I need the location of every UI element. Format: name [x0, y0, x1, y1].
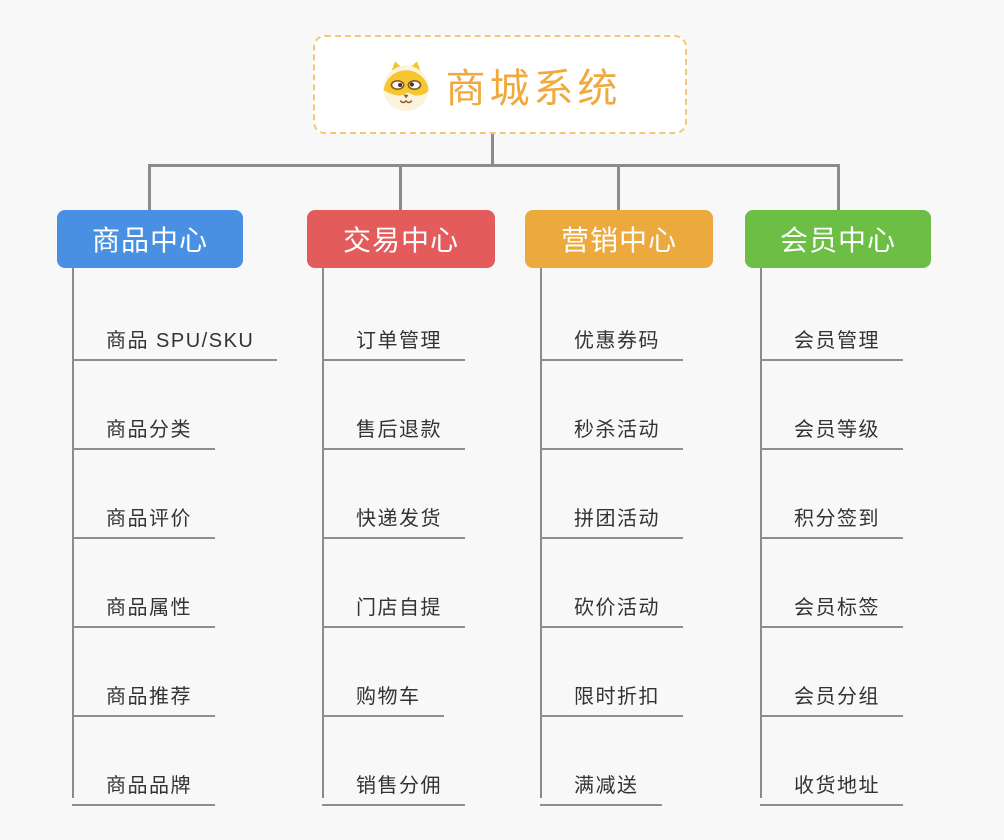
branch-node-trade[interactable]: 交易中心 [307, 210, 495, 268]
connector-drop-member [837, 164, 840, 210]
child-topic[interactable]: 限时折扣 [540, 671, 683, 717]
child-topic[interactable]: 商品推荐 [72, 671, 215, 717]
root-node-mall-system[interactable]: 商城系统 [313, 35, 687, 134]
child-topic[interactable]: 收货地址 [760, 760, 903, 806]
child-topic[interactable]: 商品品牌 [72, 760, 215, 806]
trunk-line-product [72, 268, 74, 798]
child-topic[interactable]: 售后退款 [322, 404, 465, 450]
child-topic[interactable]: 商品分类 [72, 404, 215, 450]
connector-root-stub [491, 134, 494, 165]
child-topic[interactable]: 门店自提 [322, 582, 465, 628]
child-topic[interactable]: 商品评价 [72, 493, 215, 539]
trunk-line-marketing [540, 268, 542, 798]
child-topic[interactable]: 会员标签 [760, 582, 903, 628]
child-topic[interactable]: 积分签到 [760, 493, 903, 539]
child-topic[interactable]: 满减送 [540, 760, 662, 806]
root-title: 商城系统 [445, 66, 622, 111]
child-topic[interactable]: 会员管理 [760, 315, 903, 361]
shiba-dog-icon [379, 58, 433, 112]
child-topic[interactable]: 销售分佣 [322, 760, 465, 806]
branch-node-product[interactable]: 商品中心 [57, 210, 243, 268]
branch-node-marketing[interactable]: 营销中心 [525, 210, 713, 268]
connector-drop-marketing [617, 164, 620, 210]
child-topic[interactable]: 秒杀活动 [540, 404, 683, 450]
branch-node-member[interactable]: 会员中心 [745, 210, 931, 268]
connector-drop-product [148, 164, 151, 210]
child-topic[interactable]: 会员等级 [760, 404, 903, 450]
child-topic[interactable]: 会员分组 [760, 671, 903, 717]
trunk-line-member [760, 268, 762, 798]
child-topic[interactable]: 快递发货 [322, 493, 465, 539]
connector-drop-trade [399, 164, 402, 210]
connector-horizontal-line [149, 164, 840, 167]
child-topic[interactable]: 订单管理 [322, 315, 465, 361]
child-topic[interactable]: 购物车 [322, 671, 444, 717]
child-topic[interactable]: 砍价活动 [540, 582, 683, 628]
child-topic[interactable]: 商品属性 [72, 582, 215, 628]
child-topic[interactable]: 拼团活动 [540, 493, 683, 539]
child-topic[interactable]: 优惠券码 [540, 315, 683, 361]
child-topic[interactable]: 商品 SPU/SKU [72, 315, 278, 361]
trunk-line-trade [322, 268, 324, 798]
